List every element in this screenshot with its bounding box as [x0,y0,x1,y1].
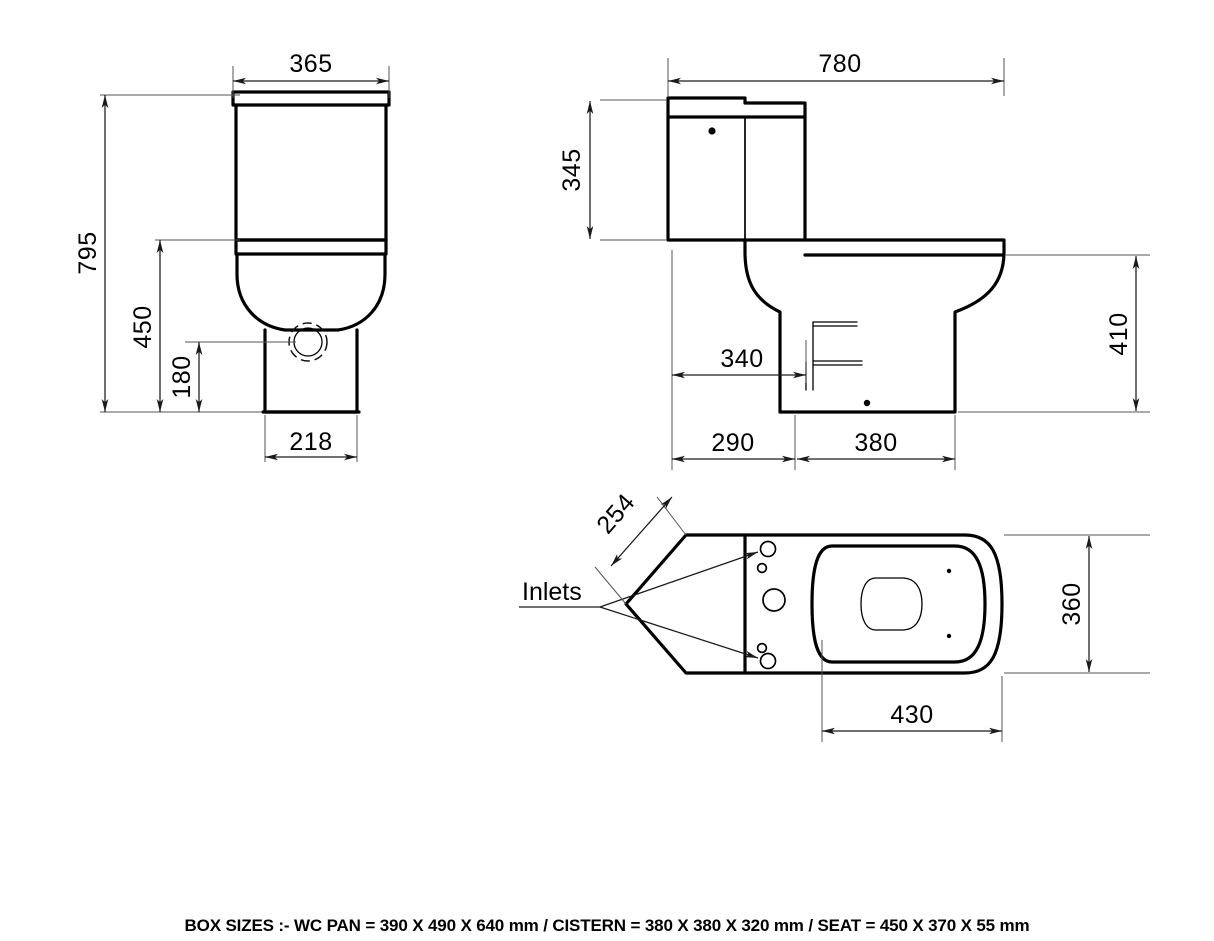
plan-extension-lines [821,534,1150,742]
dimension-plan-pan-length-text: 430 [890,701,933,729]
plan-cistern-outline [624,533,747,675]
dimension-front-width: 365 [233,50,389,85]
front-pan-bowl [235,252,387,332]
dimension-plan-cistern-edge-text: 254 [591,488,640,539]
side-pan-body [743,238,1006,414]
plan-bolt-hole-top [756,562,768,574]
side-elevation-view: 780 345 410 340 290 [558,50,1150,470]
dimension-plan-cistern-edge: 254 [591,488,687,605]
front-cistern-pan-joint [234,238,388,256]
side-cistern-body [666,115,807,242]
front-cistern-body [234,103,388,242]
plan-inlet-hole-top [759,540,777,558]
box-sizes-caption: BOX SIZES :- WC PAN = 390 X 490 X 640 mm… [184,916,1030,935]
side-pedestal-detail [805,321,871,407]
dimension-side-cistern-height-text: 345 [558,148,586,191]
dimension-front-foot-width-text: 218 [289,428,332,456]
plan-inlet-hole-bottom [759,652,777,670]
dimension-front-pan-height: 450 [129,240,164,412]
dimension-side-total-length: 780 [668,50,1004,85]
plan-flush-valve-hole [762,588,786,612]
dimension-front-width-text: 365 [289,50,332,78]
dimension-side-outlet-offset-text: 340 [720,345,763,373]
dimension-plan-width: 360 [1058,536,1093,672]
dimension-plan-pan-length: 430 [822,701,1002,735]
plan-view: Inlets 254 360 [519,488,1150,742]
front-cistern-lid [231,90,391,107]
dimension-front-pan-height-text: 450 [129,305,157,348]
inlets-leader-lines [519,551,759,659]
front-elevation-view: 365 795 450 180 218 [74,50,391,462]
plan-seat-fixing-dot-bottom [946,633,952,639]
dimension-side-seat-height-text: 410 [1105,312,1133,355]
dimension-side-seat-height: 410 [1105,256,1140,411]
plan-seat-outline [810,544,987,664]
plan-bolt-hole-bottom [756,642,768,654]
dimension-side-outlet-offset: 340 [672,345,806,379]
dimension-front-total-height-text: 795 [74,231,102,274]
dimension-side-total-length-text: 780 [818,50,861,78]
dimension-side-rear-offset-text: 290 [711,429,754,457]
side-cistern-lid [666,96,807,119]
side-cistern-fixing-dot [708,127,716,135]
dimension-side-cistern-height: 345 [558,101,594,239]
plan-pan-outline [743,533,1004,675]
dimension-front-foot-width: 218 [265,428,357,461]
dimension-front-outlet-height: 180 [168,342,203,412]
plan-seat-fixing-dot-top [946,568,952,574]
dimension-side-rear-offset: 290 [672,429,795,463]
dimension-side-foot-length: 380 [797,429,955,463]
dimension-front-total-height: 795 [74,95,109,412]
dimension-front-outlet-height-text: 180 [168,355,196,398]
front-pedestal-foot [261,328,361,414]
plan-bowl-opening [860,577,923,631]
inlets-label: Inlets [522,578,582,606]
front-extension-lines [100,66,390,462]
dimension-plan-width-text: 360 [1058,582,1086,625]
side-extension-lines [600,58,1150,470]
dimension-side-foot-length-text: 380 [854,429,897,457]
